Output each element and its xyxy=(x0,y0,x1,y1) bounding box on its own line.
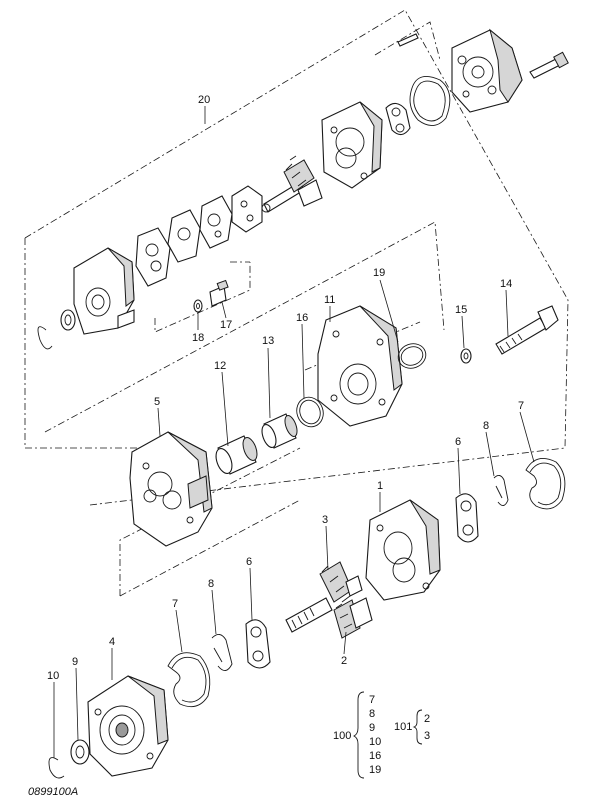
callout-3: 3 xyxy=(322,514,328,526)
upper-gear-housing xyxy=(321,101,383,189)
callout-19: 19 xyxy=(373,267,385,279)
callout-8-left: 8 xyxy=(208,578,214,590)
backup-ring-8-left xyxy=(211,634,233,671)
kit-101-item: 3 xyxy=(424,730,430,742)
o-ring-16 xyxy=(296,396,324,428)
bushing-12 xyxy=(215,435,258,475)
upper-wear-plate xyxy=(385,102,411,136)
drain-screw xyxy=(209,279,229,307)
oil-seal-9 xyxy=(70,739,90,765)
callout-6-left: 6 xyxy=(246,556,252,568)
upper-front-housing xyxy=(73,247,135,335)
callout-5: 5 xyxy=(154,396,160,408)
callout-8-right: 8 xyxy=(483,420,489,432)
drawing-code: 0899100A xyxy=(28,786,78,798)
kit-100-item: 9 xyxy=(369,722,375,734)
bolt-washer xyxy=(460,348,472,364)
callout-7-right: 7 xyxy=(518,400,524,412)
callout-18: 18 xyxy=(192,332,204,344)
callout-14: 14 xyxy=(500,278,512,290)
callout-15: 15 xyxy=(455,304,467,316)
kit-100-item: 19 xyxy=(369,764,381,776)
seal-ring-7-left xyxy=(167,652,211,708)
kit-100-label: 100 xyxy=(333,730,351,742)
callout-20: 20 xyxy=(198,94,210,106)
center-body-1 xyxy=(365,499,441,601)
wear-plate-6-right xyxy=(455,493,479,543)
through-bolt xyxy=(495,305,559,355)
drain-washer xyxy=(193,299,203,313)
upper-gasket xyxy=(135,227,171,287)
upper-pressure-plate xyxy=(199,195,233,249)
upper-bolt xyxy=(529,51,569,79)
drive-gear-3 xyxy=(285,561,363,633)
cover-plate xyxy=(317,305,403,427)
upper-snap-ring xyxy=(37,326,53,350)
rear-cover xyxy=(451,28,523,113)
wear-plate-6-left xyxy=(245,619,271,669)
kit-100-item: 16 xyxy=(369,750,381,762)
callout-6-right: 6 xyxy=(455,436,461,448)
body-housing-5 xyxy=(129,431,213,547)
driven-gear-2 xyxy=(333,597,373,639)
upper-oil-seal xyxy=(60,309,76,331)
callout-labels: 20 19 11 15 14 16 17 18 13 12 5 7 8 6 1 … xyxy=(47,94,524,682)
upper-seal-ring xyxy=(409,75,451,126)
upper-gear-shaft xyxy=(261,155,323,213)
kit-100-item: 10 xyxy=(369,736,381,748)
o-ring-19 xyxy=(397,343,427,369)
upper-side-plate xyxy=(231,185,263,233)
callout-7-left: 7 xyxy=(172,598,178,610)
kit-101-label: 101 xyxy=(394,721,412,733)
dowel-pin xyxy=(397,33,419,47)
kit-101-legend: 101 2 3 xyxy=(394,709,430,745)
kit-101-item: 2 xyxy=(424,713,430,725)
callout-16: 16 xyxy=(296,312,308,324)
callout-1: 1 xyxy=(377,480,383,492)
mounting-flange-4 xyxy=(87,675,169,777)
backup-ring-8-right xyxy=(493,475,509,506)
callout-13: 13 xyxy=(262,335,274,347)
callout-2: 2 xyxy=(341,655,347,667)
bushing-13 xyxy=(261,413,298,449)
callout-9: 9 xyxy=(72,656,78,668)
callout-17: 17 xyxy=(220,319,232,331)
callout-4: 4 xyxy=(109,636,115,648)
kit-100-item: 7 xyxy=(369,694,375,706)
callout-10: 10 xyxy=(47,670,59,682)
leader-lines xyxy=(53,106,535,758)
kit-100-legend: 100 7 8 9 10 16 19 xyxy=(333,691,381,779)
callout-11: 11 xyxy=(324,294,335,306)
seal-ring-7-right xyxy=(525,457,566,510)
upper-seal-plate xyxy=(167,209,201,263)
kit-100-item: 8 xyxy=(369,708,375,720)
callout-12: 12 xyxy=(214,360,226,372)
snap-ring-10 xyxy=(48,757,65,779)
